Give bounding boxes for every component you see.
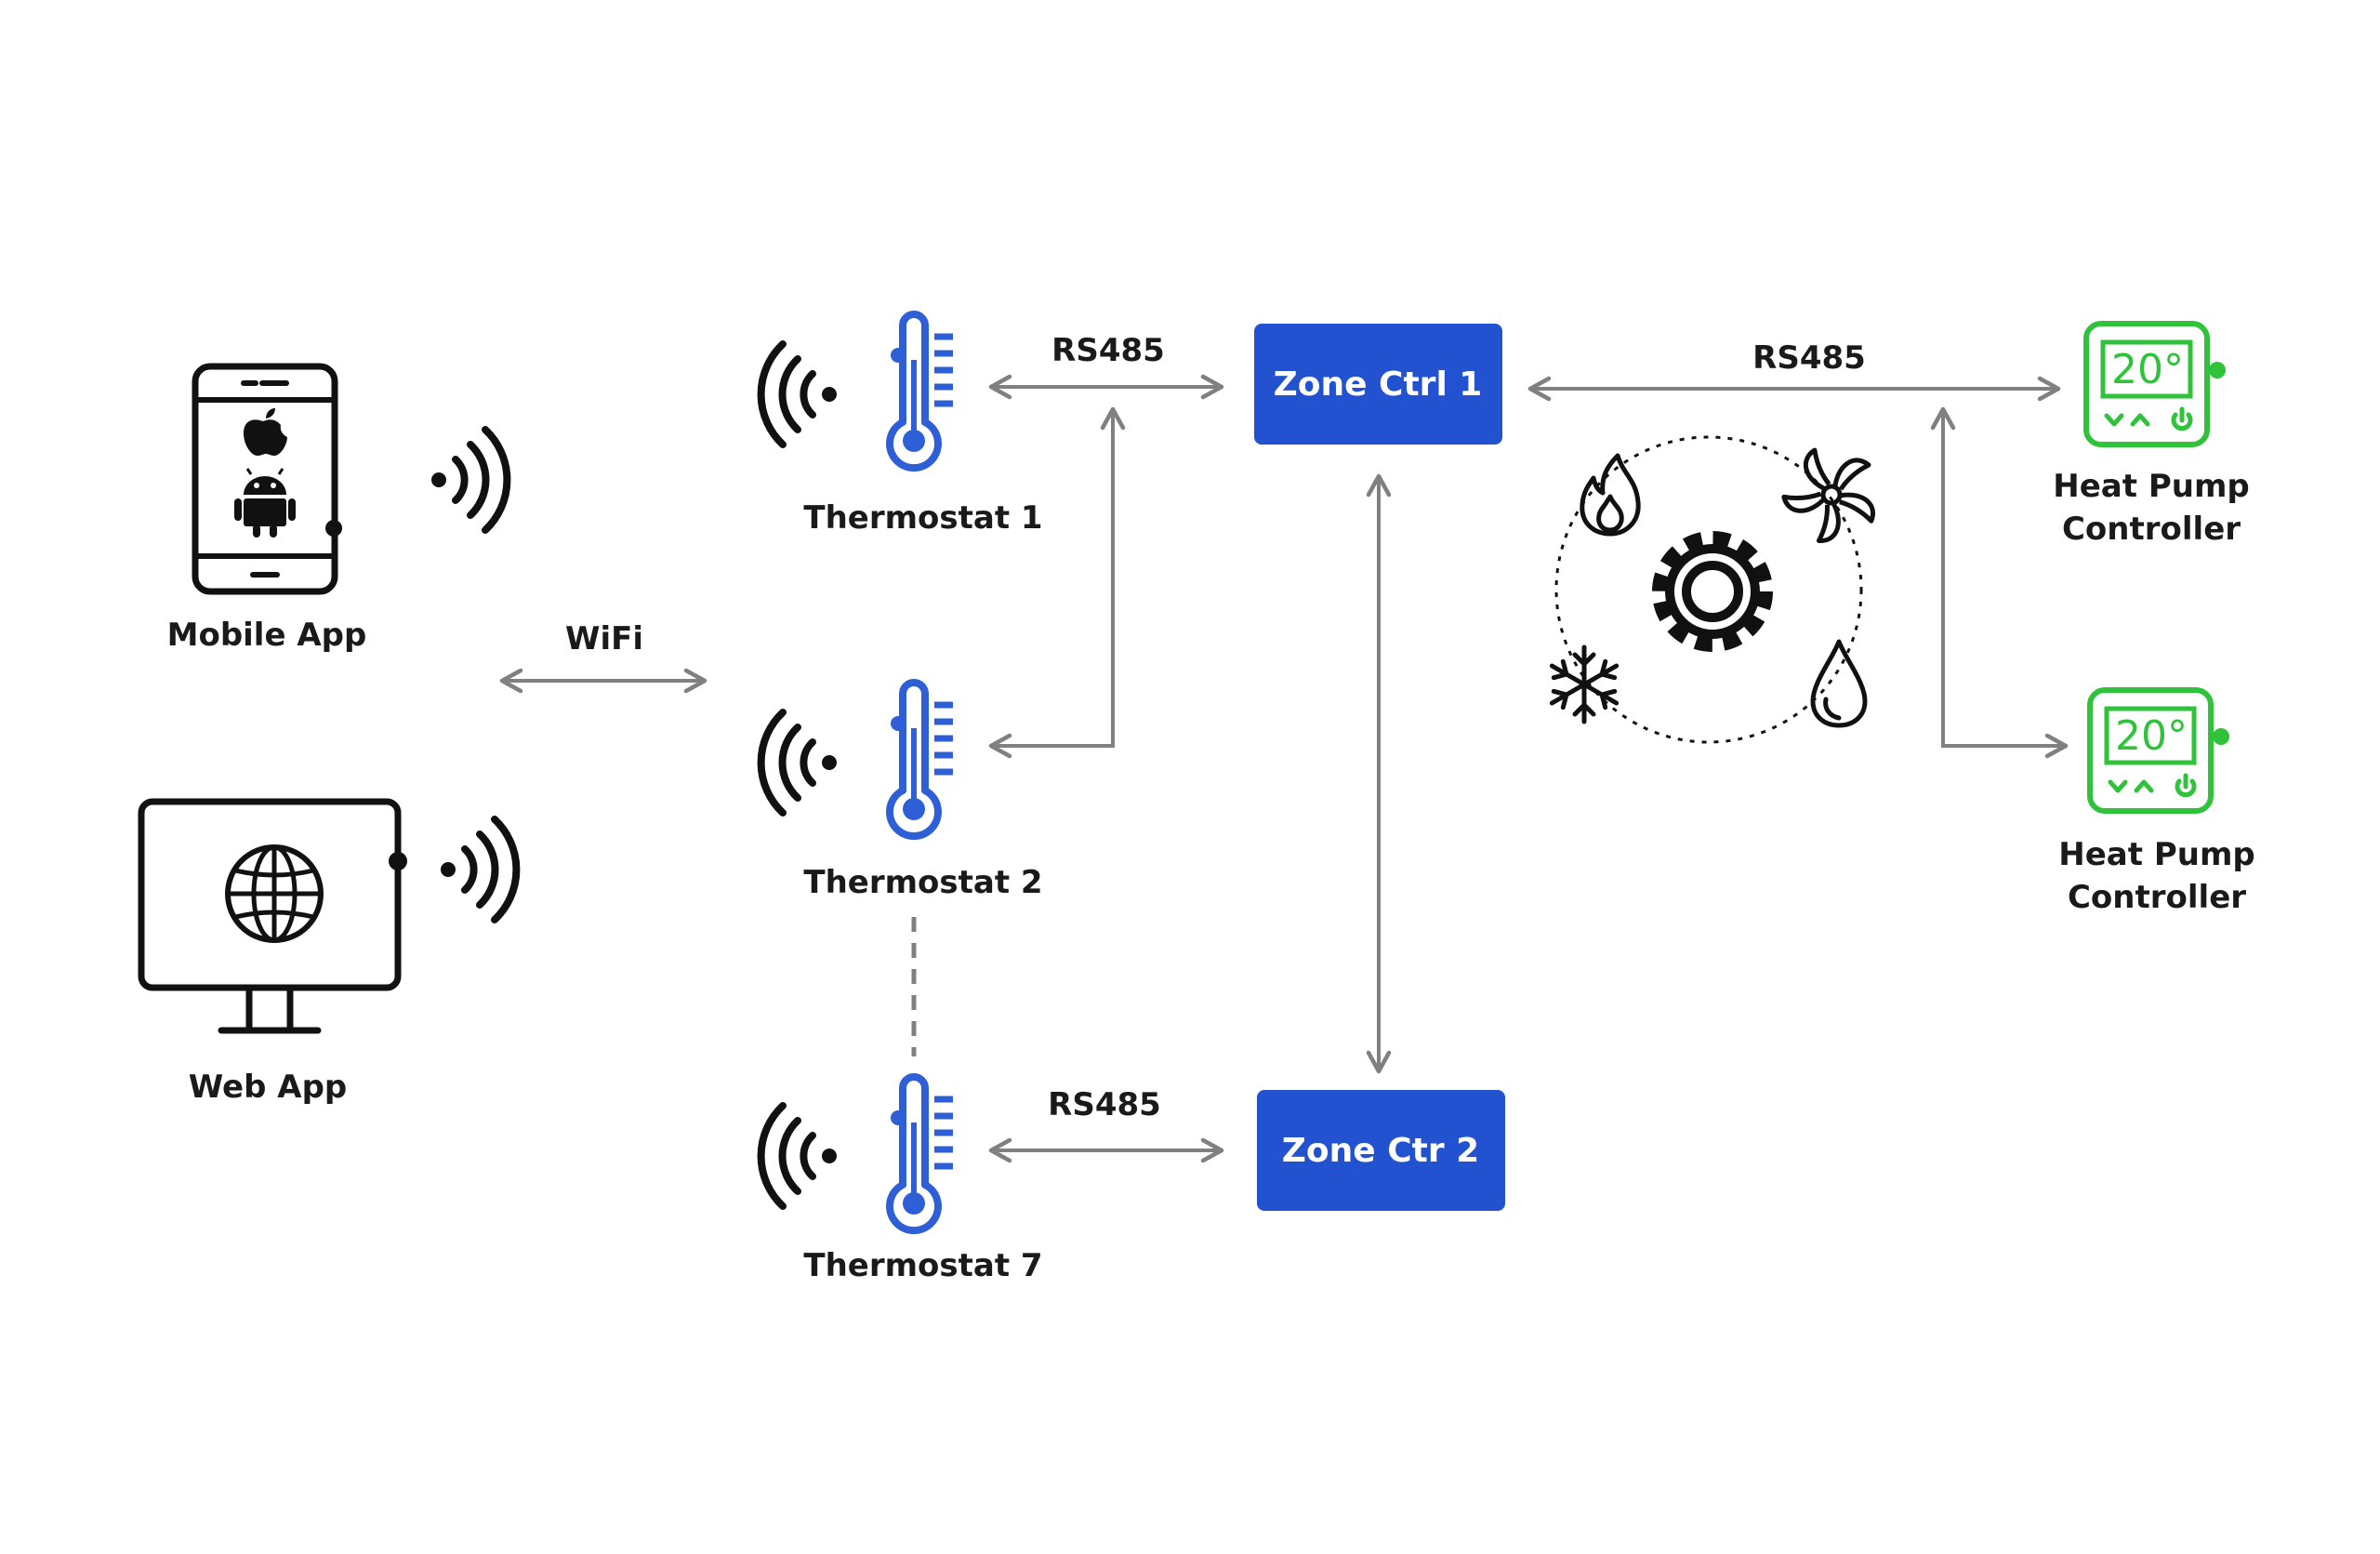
web-app-label: Web App xyxy=(189,1069,348,1106)
heat-pump-controller-1: 20° Heat Pump Controller xyxy=(2053,324,2250,548)
wireless-signal-icon xyxy=(761,712,837,813)
wifi-link-label: WiFi xyxy=(565,620,643,657)
rs485-arrow-thermostat-2 xyxy=(988,406,1126,759)
heat-pump-controller-2: 20° Heat Pump Controller xyxy=(2058,690,2255,916)
water-drop-icon xyxy=(1810,639,1868,728)
thermometer-icon xyxy=(890,683,953,836)
apple-icon xyxy=(244,408,287,456)
thermostat-1-label: Thermostat 1 xyxy=(803,499,1042,537)
wireless-signal-icon xyxy=(441,819,516,920)
controller-1-display: 20° xyxy=(2111,346,2184,393)
gear-icon xyxy=(1652,531,1773,652)
thermostat-2-label: Thermostat 2 xyxy=(803,864,1042,901)
controller-2-display: 20° xyxy=(2115,712,2188,760)
rs485-label-controllers: RS485 xyxy=(1752,339,1866,377)
wireless-signal-icon xyxy=(761,1106,837,1206)
monitor-icon xyxy=(138,798,407,1034)
smartphone-icon xyxy=(192,363,342,595)
hvac-functions-ring xyxy=(1554,435,1863,744)
thermometer-icon xyxy=(890,1077,953,1230)
zone-controller-1-label: Zone Ctrl 1 xyxy=(1274,365,1483,404)
thermostat-7-label: Thermostat 7 xyxy=(803,1247,1042,1284)
rs485-branch-arrow xyxy=(1930,406,2069,759)
globe-icon xyxy=(225,844,324,943)
rs485-label-1: RS485 xyxy=(1051,332,1165,369)
controller-1-label-line1: Heat Pump xyxy=(2053,468,2249,505)
fan-icon xyxy=(1781,447,1875,543)
mobile-app-label: Mobile App xyxy=(167,617,367,654)
zone-controller-1[interactable]: Zone Ctrl 1 xyxy=(1254,324,1502,445)
android-icon xyxy=(234,468,296,538)
controller-2-label-line2: Controller xyxy=(2068,879,2246,916)
snowflake-icon xyxy=(1549,644,1620,724)
controller-1-label-line2: Controller xyxy=(2062,511,2241,548)
wireless-signal-icon xyxy=(431,430,507,530)
thermometer-icon xyxy=(890,314,953,468)
flame-icon xyxy=(1580,453,1641,537)
rs485-label-7: RS485 xyxy=(1048,1086,1161,1123)
controller-2-label-line1: Heat Pump xyxy=(2058,836,2254,873)
wireless-signal-icon xyxy=(761,344,837,445)
zone-controller-2[interactable]: Zone Ctr 2 xyxy=(1257,1090,1505,1211)
zone-controller-2-label: Zone Ctr 2 xyxy=(1282,1132,1479,1170)
